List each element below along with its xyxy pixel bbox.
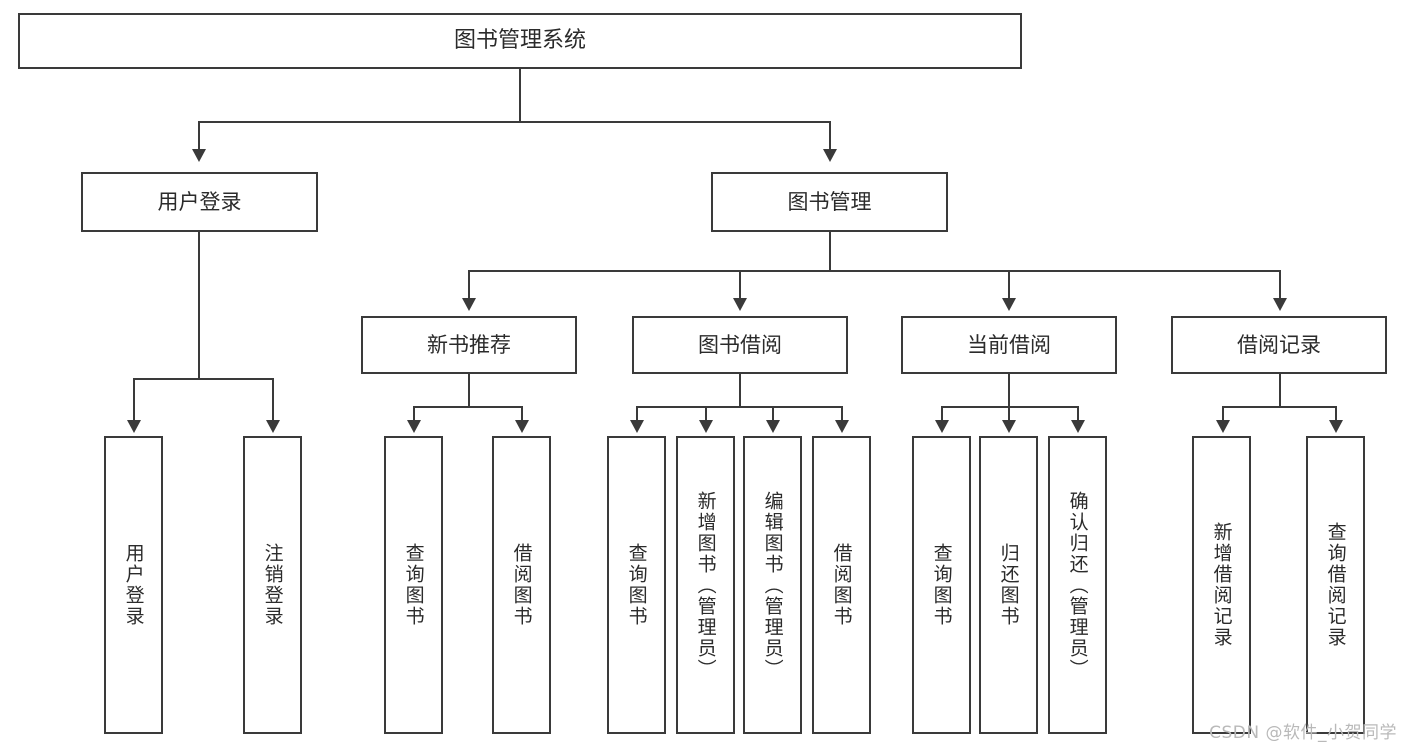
- arrowhead-leaf-user-login: [127, 420, 141, 433]
- connector-borrow-record-stem: [1279, 374, 1281, 406]
- connector-root-stem: [519, 69, 521, 121]
- connector-borrow-record-d2: [1335, 406, 1337, 422]
- node-leaf-query-book-1[interactable]: 查询图书: [384, 436, 443, 734]
- arrowhead-book-manage: [823, 149, 837, 162]
- connector-book-borrow-stem: [739, 374, 741, 406]
- connector-new-book-rec-d2: [521, 406, 523, 422]
- connector-user-login-to-leaf-2: [272, 378, 274, 422]
- node-leaf-add-book-admin[interactable]: 新增图书（管理员）: [676, 436, 735, 734]
- node-current-borrow-label: 当前借阅: [967, 332, 1051, 357]
- node-leaf-confirm-return[interactable]: 确认归还（管理员）: [1048, 436, 1107, 734]
- connector-user-login-to-leaf-1: [133, 378, 135, 422]
- node-borrow-record-label: 借阅记录: [1237, 332, 1321, 357]
- connector-book-borrow-d1: [636, 406, 638, 422]
- connector-borrow-record-bus: [1222, 406, 1337, 408]
- node-borrow-record[interactable]: 借阅记录: [1171, 316, 1387, 374]
- connector-to-new-book-rec: [468, 270, 470, 300]
- node-leaf-query-record[interactable]: 查询借阅记录: [1306, 436, 1365, 734]
- connector-book-borrow-d4: [841, 406, 843, 422]
- arrowhead-leaf-query-book-1: [407, 420, 421, 433]
- connector-root-to-book-manage: [829, 121, 831, 151]
- node-new-book-rec-label: 新书推荐: [427, 332, 511, 357]
- arrowhead-current-borrow: [1002, 298, 1016, 311]
- node-current-borrow[interactable]: 当前借阅: [901, 316, 1117, 374]
- arrowhead-leaf-borrow-book-1: [515, 420, 529, 433]
- node-user-login[interactable]: 用户登录: [81, 172, 318, 232]
- connector-new-book-rec-bus: [413, 406, 523, 408]
- arrowhead-leaf-borrow-book-2: [835, 420, 849, 433]
- node-leaf-borrow-book-1[interactable]: 借阅图书: [492, 436, 551, 734]
- node-leaf-confirm-return-label: 确认归还（管理员）: [1066, 490, 1089, 680]
- connector-user-login-bus: [133, 378, 273, 380]
- arrowhead-user-login: [192, 149, 206, 162]
- node-leaf-query-record-label: 查询借阅记录: [1324, 522, 1347, 648]
- node-leaf-query-book-3-label: 查询图书: [930, 543, 953, 627]
- arrowhead-borrow-record: [1273, 298, 1287, 311]
- node-leaf-query-book-2[interactable]: 查询图书: [607, 436, 666, 734]
- node-leaf-edit-book-admin-label: 编辑图书（管理员）: [761, 490, 784, 680]
- arrowhead-leaf-add-book-admin: [699, 420, 713, 433]
- csdn-watermark: CSDN @软件_小贺同学: [1209, 723, 1397, 743]
- arrowhead-leaf-logout: [266, 420, 280, 433]
- node-leaf-user-login[interactable]: 用户登录: [104, 436, 163, 734]
- node-root-system[interactable]: 图书管理系统: [18, 13, 1022, 69]
- connector-book-borrow-d2: [705, 406, 707, 422]
- node-book-manage-label: 图书管理: [787, 189, 872, 214]
- node-new-book-rec[interactable]: 新书推荐: [361, 316, 577, 374]
- connector-to-book-borrow: [739, 270, 741, 300]
- node-book-borrow-label: 图书借阅: [698, 332, 782, 357]
- node-leaf-borrow-book-1-label: 借阅图书: [510, 543, 533, 627]
- arrowhead-leaf-query-record: [1329, 420, 1343, 433]
- node-leaf-borrow-book-2-label: 借阅图书: [830, 543, 853, 627]
- node-book-manage[interactable]: 图书管理: [711, 172, 948, 232]
- connector-to-borrow-record: [1279, 270, 1281, 300]
- arrowhead-leaf-add-record: [1216, 420, 1230, 433]
- node-leaf-logout[interactable]: 注销登录: [243, 436, 302, 734]
- arrowhead-leaf-query-book-2: [630, 420, 644, 433]
- node-root-system-label: 图书管理系统: [453, 27, 586, 53]
- connector-borrow-record-d1: [1222, 406, 1224, 422]
- connector-root-bus: [198, 121, 830, 123]
- arrowhead-new-book-rec: [462, 298, 476, 311]
- arrowhead-leaf-confirm-return: [1071, 420, 1085, 433]
- node-leaf-user-login-label: 用户登录: [122, 543, 145, 627]
- connector-new-book-rec-d1: [413, 406, 415, 422]
- connector-book-manage-bus: [468, 270, 1279, 272]
- node-leaf-logout-label: 注销登录: [261, 543, 284, 627]
- connector-current-borrow-stem: [1008, 374, 1010, 406]
- connector-current-borrow-d3: [1077, 406, 1079, 422]
- connector-user-login-stem: [198, 232, 200, 378]
- connector-book-borrow-d3: [772, 406, 774, 422]
- arrowhead-leaf-query-book-3: [935, 420, 949, 433]
- connector-book-manage-stem: [829, 232, 831, 270]
- connector-new-book-rec-stem: [468, 374, 470, 406]
- arrowhead-leaf-return-book: [1002, 420, 1016, 433]
- node-leaf-edit-book-admin[interactable]: 编辑图书（管理员）: [743, 436, 802, 734]
- arrowhead-leaf-edit-book-admin: [766, 420, 780, 433]
- arrowhead-book-borrow: [733, 298, 747, 311]
- node-leaf-return-book-label: 归还图书: [997, 543, 1020, 627]
- node-leaf-query-book-1-label: 查询图书: [402, 543, 425, 627]
- node-leaf-add-book-admin-label: 新增图书（管理员）: [694, 490, 717, 680]
- node-leaf-query-book-3[interactable]: 查询图书: [912, 436, 971, 734]
- node-leaf-query-book-2-label: 查询图书: [625, 543, 648, 627]
- node-leaf-return-book[interactable]: 归还图书: [979, 436, 1038, 734]
- node-user-login-label: 用户登录: [157, 189, 242, 214]
- node-leaf-borrow-book-2[interactable]: 借阅图书: [812, 436, 871, 734]
- node-book-borrow[interactable]: 图书借阅: [632, 316, 848, 374]
- connector-root-to-user-login: [198, 121, 200, 151]
- connector-current-borrow-d1: [941, 406, 943, 422]
- connector-to-current-borrow: [1008, 270, 1010, 300]
- node-leaf-add-record[interactable]: 新增借阅记录: [1192, 436, 1251, 734]
- connector-current-borrow-d2: [1008, 406, 1010, 422]
- connector-book-borrow-bus: [636, 406, 843, 408]
- node-leaf-add-record-label: 新增借阅记录: [1210, 522, 1233, 648]
